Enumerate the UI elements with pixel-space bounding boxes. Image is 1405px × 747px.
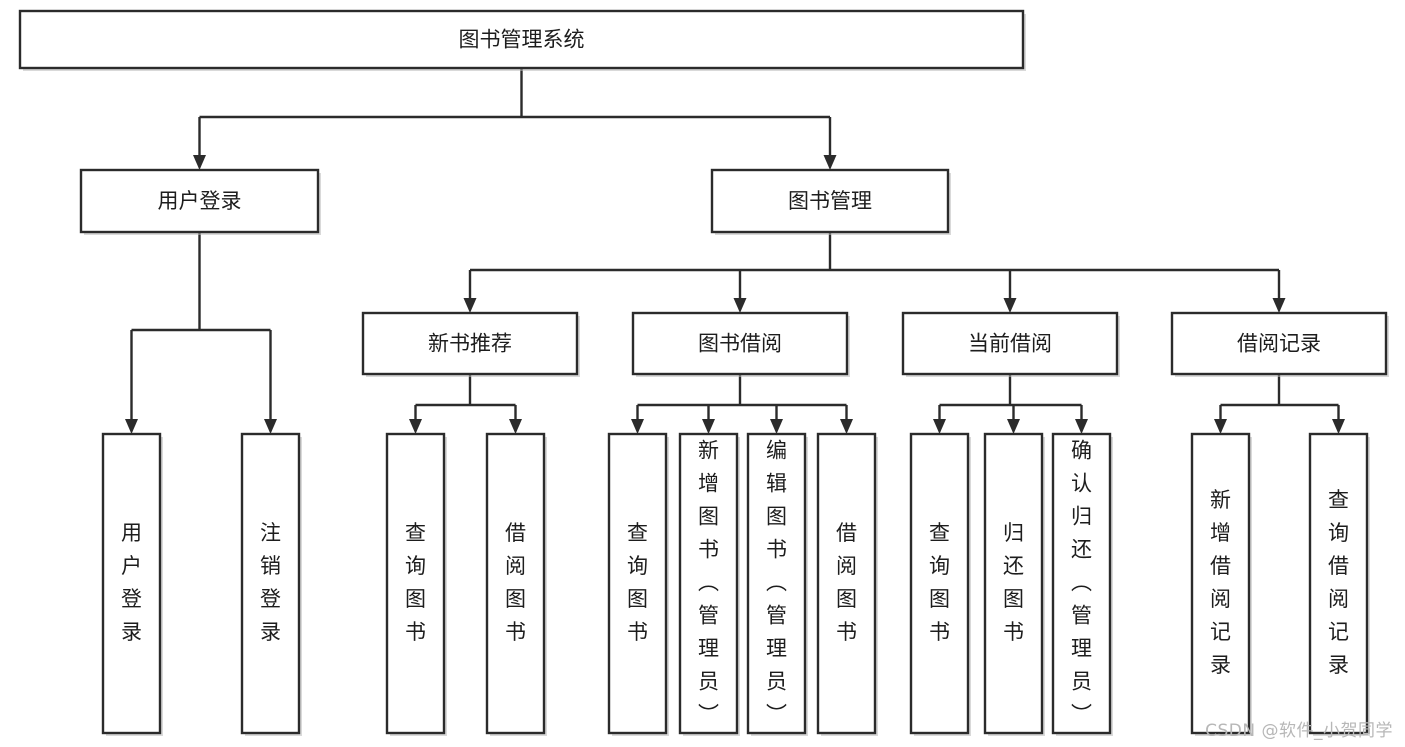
- node-label: 借阅图书: [836, 521, 857, 644]
- node-label: 图书借阅: [698, 332, 782, 356]
- node-box[interactable]: [79, 168, 320, 234]
- node-label: 图书管理: [788, 189, 872, 213]
- node-box[interactable]: [101, 432, 162, 735]
- node-box[interactable]: [485, 432, 546, 735]
- arrow-head-icon: [1007, 419, 1020, 434]
- watermark-label: CSDN @软件_小贺同学: [1205, 721, 1393, 741]
- node-box[interactable]: [240, 432, 301, 735]
- node-label: 新增图书︵管理员︶: [698, 439, 719, 727]
- arrow-head-icon: [823, 155, 837, 170]
- node-box[interactable]: [1190, 432, 1251, 735]
- node-record-add[interactable]: 新增借阅记录: [1190, 432, 1252, 736]
- node-box[interactable]: [1170, 311, 1388, 376]
- arrow-head-icon: [840, 419, 853, 434]
- node-borrow-record[interactable]: 借阅记录: [1170, 311, 1389, 377]
- arrow-head-icon: [1003, 298, 1017, 313]
- node-current-confirm-return[interactable]: 确认归还︵管理员︶: [1051, 432, 1113, 736]
- node-book-manage[interactable]: 图书管理: [710, 168, 951, 235]
- node-box[interactable]: [746, 432, 807, 735]
- node-label: 注销登录: [260, 521, 281, 644]
- node-borrow-add-book[interactable]: 新增图书︵管理员︶: [678, 432, 740, 736]
- node-label: 查询借阅记录: [1328, 488, 1349, 677]
- arrow-head-icon: [733, 298, 747, 313]
- node-box[interactable]: [816, 432, 877, 735]
- node-label: 借阅图书: [505, 521, 526, 644]
- node-user-logout[interactable]: 注销登录: [240, 432, 302, 736]
- node-label: 编辑图书︵管理员︶: [766, 439, 787, 727]
- arrow-head-icon: [1332, 419, 1345, 434]
- arrow-head-icon: [1214, 419, 1227, 434]
- node-label: 新书推荐: [428, 332, 512, 356]
- node-borrow-query-book[interactable]: 查询图书: [607, 432, 669, 736]
- node-box[interactable]: [361, 311, 579, 376]
- node-label: 用户登录: [121, 521, 142, 644]
- node-box[interactable]: [1051, 432, 1112, 735]
- arrow-head-icon: [193, 155, 206, 170]
- node-label: 新增借阅记录: [1210, 488, 1231, 677]
- node-box[interactable]: [631, 311, 849, 376]
- node-box[interactable]: [983, 432, 1044, 735]
- node-label: 借阅记录: [1237, 332, 1321, 356]
- node-current-query-book[interactable]: 查询图书: [909, 432, 971, 736]
- node-borrow-borrow-book[interactable]: 借阅图书: [816, 432, 878, 736]
- arrow-head-icon: [702, 419, 715, 434]
- node-label: 当前借阅: [968, 332, 1052, 356]
- arrow-head-icon: [1272, 298, 1286, 313]
- connector-layer: [125, 68, 1345, 434]
- arrow-head-icon: [409, 419, 422, 434]
- node-borrow-edit-book[interactable]: 编辑图书︵管理员︶: [746, 432, 808, 736]
- node-layer: 图书管理系统用户登录用户登录注销登录图书管理新书推荐查询图书借阅图书图书借阅查询…: [18, 9, 1389, 736]
- node-recommend-query-book[interactable]: 查询图书: [385, 432, 447, 736]
- arrow-head-icon: [933, 419, 946, 434]
- arrow-head-icon: [631, 419, 644, 434]
- node-book-borrow[interactable]: 图书借阅: [631, 311, 850, 377]
- node-box[interactable]: [909, 432, 970, 735]
- node-recommend-borrow-book[interactable]: 借阅图书: [485, 432, 547, 736]
- node-label: 用户登录: [158, 189, 242, 213]
- arrow-head-icon: [463, 298, 477, 313]
- node-label: 查询图书: [405, 521, 426, 644]
- node-user-login-do[interactable]: 用户登录: [101, 432, 163, 736]
- node-label: 确认归还︵管理员︶: [1071, 439, 1092, 727]
- arrow-head-icon: [770, 419, 783, 434]
- arrow-head-icon: [1075, 419, 1088, 434]
- node-box[interactable]: [385, 432, 446, 735]
- node-box[interactable]: [18, 9, 1025, 70]
- node-label: 归还图书: [1003, 521, 1024, 644]
- node-box[interactable]: [607, 432, 668, 735]
- arrow-head-icon: [264, 419, 277, 434]
- arrow-head-icon: [509, 419, 522, 434]
- node-current-borrow[interactable]: 当前借阅: [901, 311, 1120, 377]
- node-box[interactable]: [901, 311, 1119, 376]
- node-box[interactable]: [710, 168, 950, 234]
- node-label: 图书管理系统: [459, 28, 585, 52]
- node-box[interactable]: [678, 432, 739, 735]
- node-label: 查询图书: [627, 521, 648, 644]
- node-label: 查询图书: [929, 521, 950, 644]
- node-box[interactable]: [1308, 432, 1369, 735]
- node-current-return-book[interactable]: 归还图书: [983, 432, 1045, 736]
- node-user-login[interactable]: 用户登录: [79, 168, 321, 235]
- node-root[interactable]: 图书管理系统: [18, 9, 1026, 71]
- arrow-head-icon: [125, 419, 138, 434]
- node-new-book-recommend[interactable]: 新书推荐: [361, 311, 580, 377]
- node-record-query[interactable]: 查询借阅记录: [1308, 432, 1370, 736]
